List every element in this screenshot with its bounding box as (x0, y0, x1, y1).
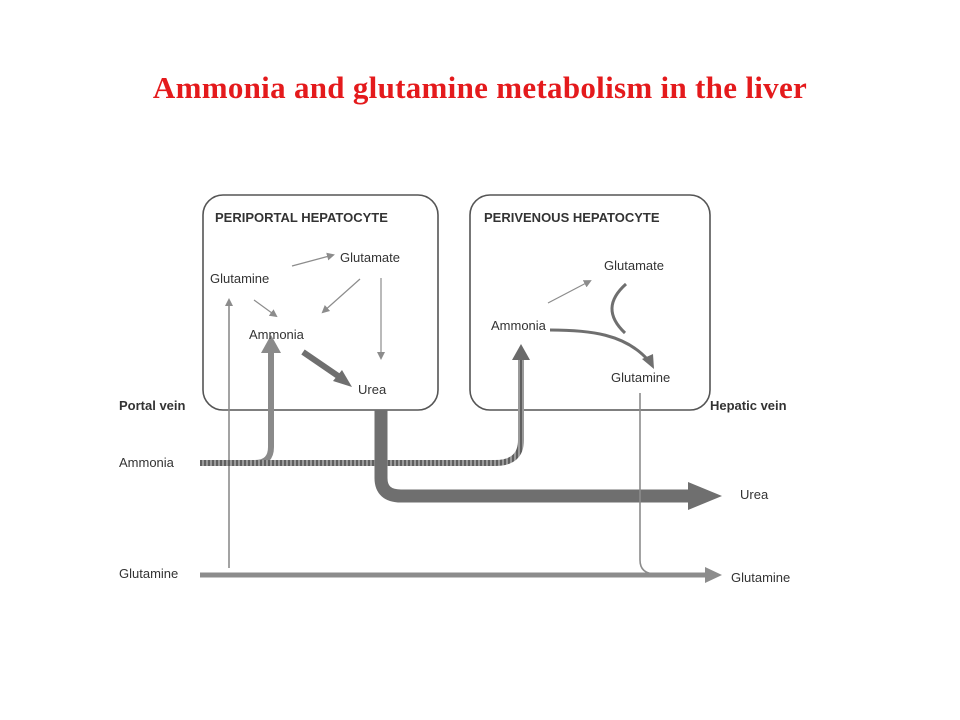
perivenous-glutamine-release (639, 393, 657, 575)
perivenous-ammonia-arrowhead (512, 344, 530, 360)
glutamate-to-ammonia-arrow (321, 278, 361, 314)
portal-glutamine-label: Glutamine (119, 566, 178, 581)
glutamine-to-glutamate-arrow (291, 252, 335, 267)
ammonia-to-urea-arrowhead (333, 370, 352, 387)
urea-output-arrowhead (688, 482, 722, 510)
portal-vein-label: Portal vein (119, 398, 186, 413)
portal-ammonia-to-perivenous (200, 360, 524, 466)
pv-ammonia-curve (549, 328, 650, 361)
portal-ammonia-label: Ammonia (119, 455, 175, 470)
hepatic-glutamine-label: Glutamine (731, 570, 790, 585)
glutamine-to-ammonia-arrow (253, 299, 278, 318)
pp-glutamate-label: Glutamate (340, 250, 400, 265)
glutamine-bottom-arrowhead (705, 567, 722, 583)
ammonia-to-urea-arrow (301, 349, 343, 381)
hepatic-urea-label: Urea (740, 487, 769, 502)
periportal-header: PERIPORTAL HEPATOCYTE (215, 210, 388, 225)
pv-glutamine-arrowhead (642, 354, 654, 369)
pp-urea-label: Urea (358, 382, 387, 397)
pp-glutamine-label: Glutamine (210, 271, 269, 286)
perivenous-header: PERIVENOUS HEPATOCYTE (484, 210, 660, 225)
page-title: Ammonia and glutamine metabolism in the … (152, 70, 808, 105)
portal-ammonia-arrowhead (261, 335, 281, 353)
pv-ammonia-label: Ammonia (491, 318, 547, 333)
hepatic-vein-label: Hepatic vein (710, 398, 787, 413)
pv-glutamate-curve (610, 282, 628, 335)
pv-glutamate-label: Glutamate (604, 258, 664, 273)
pv-ammonia-to-glutamate-arrow (547, 280, 592, 304)
periportal-box (202, 194, 439, 411)
perivenous-box (469, 194, 711, 411)
pp-ammonia-label: Ammonia (249, 327, 305, 342)
portal-ammonia-to-periportal (200, 352, 274, 466)
pv-glutamine-label: Glutamine (611, 370, 670, 385)
urea-output-flow (374, 410, 690, 503)
